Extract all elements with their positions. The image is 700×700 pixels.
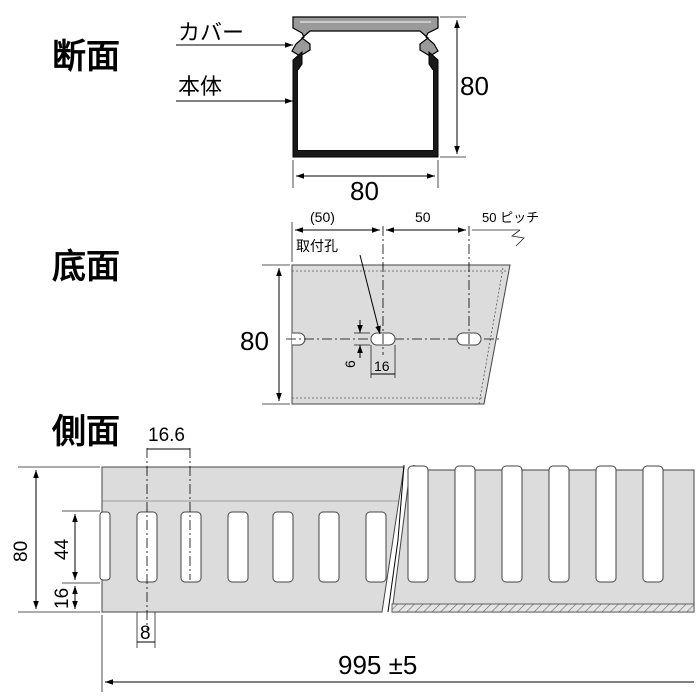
comb-gap xyxy=(454,465,476,583)
cover-profile xyxy=(291,16,439,57)
section-title-bottom: 底面 xyxy=(52,247,120,287)
bottom-plate xyxy=(291,264,511,405)
length-label: 995 ±5 xyxy=(338,650,417,680)
break-line xyxy=(387,464,405,613)
side-slot xyxy=(365,511,387,583)
cross-height-label: 80 xyxy=(460,71,489,101)
section-title-side: 側面 xyxy=(51,412,120,452)
side-slot xyxy=(227,511,249,583)
section-title-cross-section: 断面 xyxy=(52,37,120,77)
side-slot xyxy=(272,511,294,583)
side-view: 16.6 80 44 16 8 995 ±5 xyxy=(11,425,695,692)
cross-section-view: カバー 本体 80 80 xyxy=(176,16,489,206)
bottom-width-label: 80 xyxy=(240,326,269,356)
comb-gap xyxy=(407,465,429,583)
break-line xyxy=(478,267,504,405)
slot-width-label: 8 xyxy=(140,623,151,644)
mounting-hole-label: 取付孔 xyxy=(296,238,338,254)
comb-gap xyxy=(642,465,664,583)
base-height-label: 16 xyxy=(52,588,73,609)
slot-pitch-label: 16.6 xyxy=(148,425,185,446)
body-interior xyxy=(298,70,433,150)
pitch-first-label: (50) xyxy=(310,209,335,225)
pitch-note: 50 ピッチ xyxy=(482,210,539,225)
side-height-label: 80 xyxy=(11,541,32,562)
comb-gap xyxy=(595,465,617,583)
pitch-break-symbol xyxy=(511,229,525,247)
hole-length-label: 16 xyxy=(374,358,390,374)
slot-height-label: 44 xyxy=(52,538,73,560)
mounting-hole-leader xyxy=(359,254,381,335)
pitch-second-label: 50 xyxy=(415,209,431,225)
comb-gap xyxy=(501,465,523,583)
cover-label: カバー xyxy=(178,21,244,46)
cross-width-label: 80 xyxy=(350,176,379,206)
bottom-view: (50) 50 50 ピッチ 取付孔 80 6 16 xyxy=(240,209,539,405)
side-slot xyxy=(318,511,340,583)
hole-width-label: 6 xyxy=(342,360,358,368)
comb-gap xyxy=(548,465,570,583)
finger-group-right xyxy=(407,465,664,583)
end-recess xyxy=(99,511,111,581)
body-label: 本体 xyxy=(178,75,222,100)
base-hatch xyxy=(391,603,695,613)
slot-group-left xyxy=(136,511,387,583)
side-slot xyxy=(180,511,202,583)
